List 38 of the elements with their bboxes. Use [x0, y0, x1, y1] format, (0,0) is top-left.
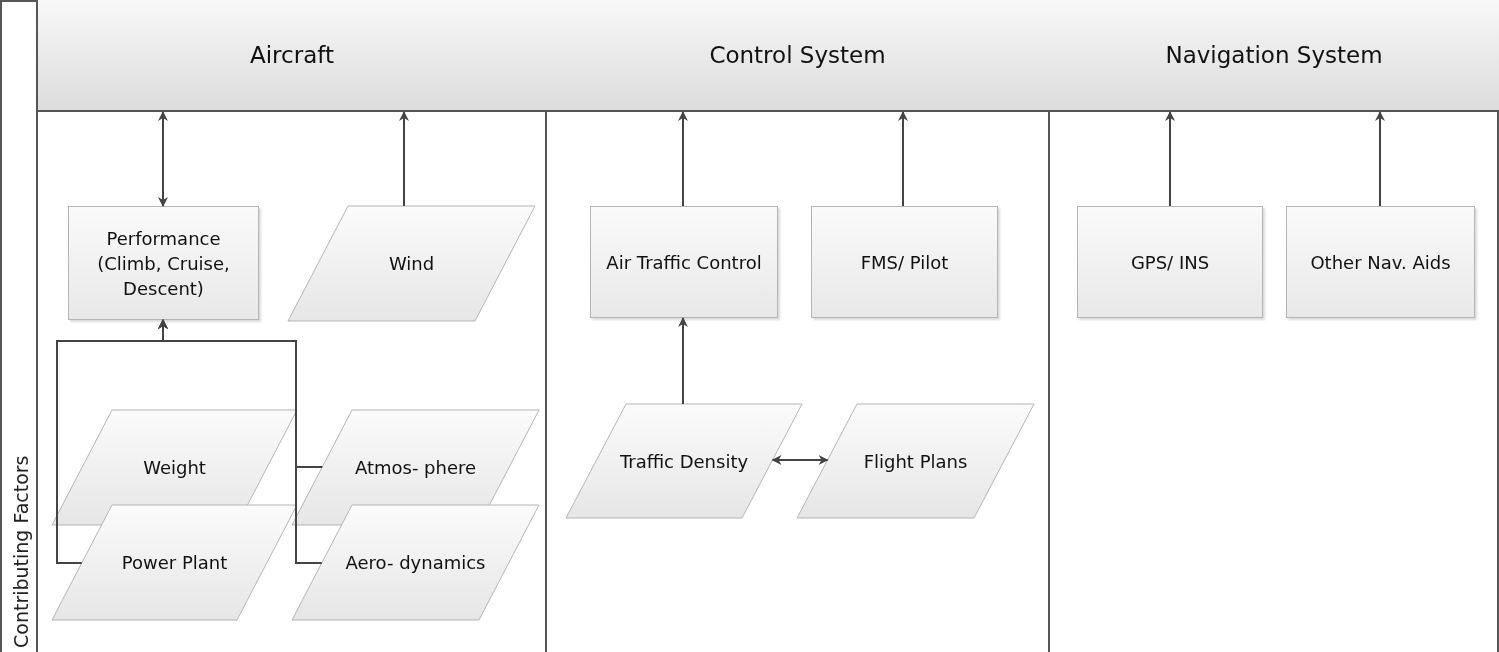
data-parallelogram: [288, 206, 535, 321]
arrow: [771, 455, 829, 465]
node-label: Air Traffic Control: [605, 250, 763, 275]
node-label: Wind: [387, 252, 436, 276]
lane-title: Control System: [708, 42, 887, 68]
lane-label: Contributing Factors: [10, 455, 32, 648]
node-label: Weight: [142, 456, 207, 480]
arrow: [1165, 111, 1175, 207]
process-box: [68, 206, 259, 320]
node-label: FMS/ Pilot: [859, 250, 950, 275]
process-box: [590, 206, 778, 318]
arrow: [158, 111, 168, 207]
node-label: Flight Plans: [862, 449, 969, 474]
process-box: [1077, 206, 1263, 318]
node-label: Traffic Density: [618, 449, 750, 474]
lane-header: [1049, 0, 1499, 112]
data-parallelogram: [292, 505, 539, 620]
process-box: [1286, 206, 1475, 318]
data-parallelogram: [52, 505, 297, 620]
node-label: Atmos- phere: [353, 456, 478, 480]
node-label: Performance (Climb, Cruise, Descent): [96, 226, 231, 301]
arrow: [1375, 111, 1385, 207]
node-label: GPS/ INS: [1129, 250, 1211, 275]
arrow: [158, 319, 323, 564]
lane-header: [38, 0, 546, 112]
lane-title: Navigation System: [1164, 42, 1384, 68]
arrow: [399, 111, 409, 207]
arrow: [678, 111, 688, 207]
data-parallelogram: [797, 404, 1034, 518]
node-label: Aero- dynamics: [344, 551, 487, 575]
data-parallelogram: [566, 404, 802, 518]
arrow: [898, 111, 908, 207]
lane-title: Aircraft: [249, 42, 335, 68]
node-label: Other Nav. Aids: [1309, 250, 1452, 275]
arrow: [678, 317, 688, 405]
lane-band: [0, 0, 38, 652]
node-label: Power Plant: [120, 551, 229, 575]
process-box: [811, 206, 998, 318]
